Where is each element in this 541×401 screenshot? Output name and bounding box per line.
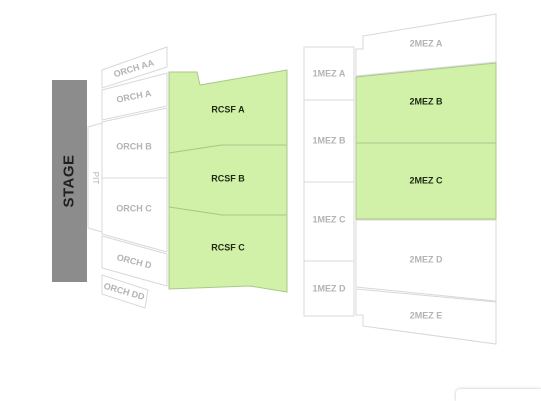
stage: STAGE [52, 80, 87, 282]
section-1mez-b[interactable] [303, 99, 355, 183]
section-1mez-a[interactable] [303, 46, 355, 101]
section-2mez-a[interactable] [355, 13, 497, 77]
first-mezzanine-sections: 1MEZ A 1MEZ B 1MEZ C 1MEZ D [303, 46, 355, 317]
section-1mez-d[interactable] [303, 260, 355, 317]
pit: PIT [87, 122, 103, 233]
section-rcsf-b[interactable] [168, 144, 288, 216]
second-mezzanine-sections: 2MEZ A 2MEZ B 2MEZ C 2MEZ D 2MEZ E [355, 13, 497, 345]
section-rcsf-c[interactable] [168, 206, 288, 293]
corner-panel[interactable] [456, 389, 541, 401]
section-2mez-c[interactable] [355, 142, 497, 220]
section-orch-aa[interactable] [101, 46, 168, 89]
orchestra-sections: ORCH AA ORCH A ORCH B ORCH C ORCH D ORCH… [101, 46, 168, 309]
section-orch-b[interactable] [101, 107, 168, 179]
section-orch-c[interactable] [101, 177, 168, 253]
section-2mez-d[interactable] [355, 219, 497, 302]
stage-block [52, 80, 87, 282]
section-2mez-e[interactable] [355, 288, 497, 345]
pit-area [87, 122, 103, 233]
section-rcsf-a[interactable] [168, 69, 288, 154]
rcsf-sections: RCSF A RCSF B RCSF C [168, 69, 288, 293]
section-1mez-c[interactable] [303, 181, 355, 262]
section-orch-a[interactable] [101, 72, 168, 121]
section-orch-d[interactable] [101, 235, 168, 287]
section-orch-dd[interactable] [101, 274, 149, 309]
section-2mez-b[interactable] [355, 62, 497, 144]
